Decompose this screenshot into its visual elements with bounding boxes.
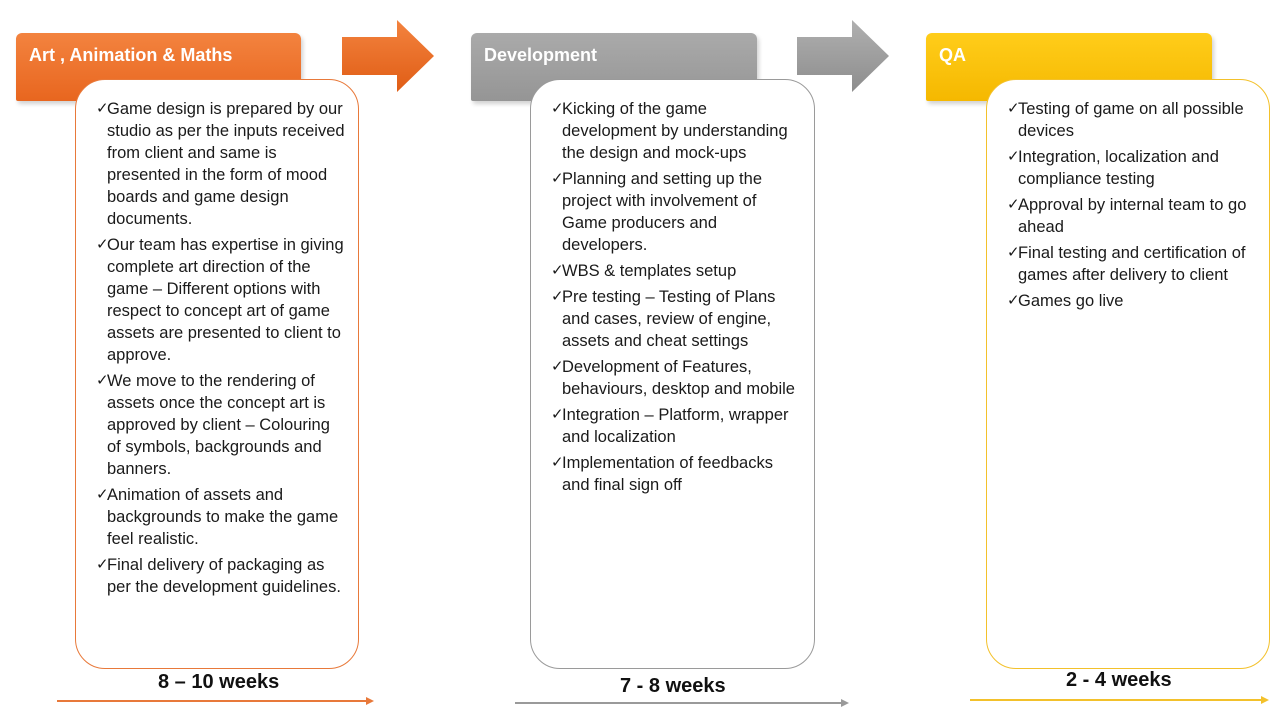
phase-box-development: ✓Kicking of the game development by unde… — [530, 79, 815, 669]
list-item: ✓Development of Features, behaviours, de… — [551, 356, 804, 400]
timeline-arrow-art — [57, 697, 374, 705]
checkmark-icon: ✓ — [1007, 100, 1020, 117]
list-item: ✓Integration, localization and complianc… — [1007, 146, 1259, 190]
list-item-text: Final testing and certification of games… — [1018, 244, 1246, 284]
list-item: ✓Animation of assets and backgrounds to … — [96, 484, 348, 550]
checkmark-icon: ✓ — [1007, 196, 1020, 213]
list-item-text: Testing of game on all possible devices — [1018, 100, 1244, 140]
list-item: ✓Integration – Platform, wrapper and loc… — [551, 404, 804, 448]
list-item: ✓Planning and setting up the project wit… — [551, 168, 804, 256]
checkmark-icon: ✓ — [1007, 244, 1020, 261]
checkmark-icon: ✓ — [96, 100, 109, 117]
list-item-text: Integration, localization and compliance… — [1018, 148, 1219, 188]
checkmark-icon: ✓ — [1007, 148, 1020, 165]
list-item-text: Animation of assets and backgrounds to m… — [107, 486, 339, 548]
list-item: ✓Final testing and certification of game… — [1007, 242, 1259, 286]
list-item-text: Development of Features, behaviours, des… — [562, 358, 795, 398]
checkmark-icon: ✓ — [96, 372, 109, 389]
list-item-text: Final delivery of packaging as per the d… — [107, 556, 341, 596]
list-item-text: Game design is prepared by our studio as… — [107, 100, 345, 228]
duration-development: 7 - 8 weeks — [620, 675, 726, 697]
list-item: ✓Implementation of feedbacks and final s… — [551, 452, 804, 496]
list-item-text: Integration – Platform, wrapper and loca… — [562, 406, 789, 446]
checkmark-icon: ✓ — [551, 454, 564, 471]
list-item: ✓Kicking of the game development by unde… — [551, 98, 804, 164]
list-item: ✓We move to the rendering of assets once… — [96, 370, 348, 480]
list-item-text: WBS & templates setup — [562, 262, 737, 280]
list-item: ✓Pre testing – Testing of Plans and case… — [551, 286, 804, 352]
list-item: ✓Testing of game on all possible devices — [1007, 98, 1259, 142]
checkmark-icon: ✓ — [551, 406, 564, 423]
checkmark-icon: ✓ — [551, 288, 564, 305]
list-item-text: We move to the rendering of assets once … — [107, 372, 330, 478]
timeline-arrow-development — [515, 699, 849, 707]
list-item-text: Implementation of feedbacks and final si… — [562, 454, 773, 494]
checkmark-icon: ✓ — [96, 236, 109, 253]
list-item-text: Pre testing – Testing of Plans and cases… — [562, 288, 776, 350]
checkmark-icon: ✓ — [551, 170, 564, 187]
block-arrow-right-icon — [797, 20, 889, 92]
duration-art: 8 – 10 weeks — [158, 671, 280, 693]
checkmark-icon: ✓ — [551, 358, 564, 375]
list-item-text: Approval by internal team to go ahead — [1018, 196, 1247, 236]
list-item-text: Games go live — [1018, 292, 1124, 310]
timeline-arrow-qa — [970, 696, 1269, 704]
list-item-text: Our team has expertise in giving complet… — [107, 236, 344, 364]
duration-qa: 2 - 4 weeks — [1066, 669, 1172, 691]
list-item: ✓Final delivery of packaging as per the … — [96, 554, 348, 598]
list-item: ✓Our team has expertise in giving comple… — [96, 234, 348, 366]
list-item: ✓Games go live — [1007, 290, 1259, 312]
list-item-text: Planning and setting up the project with… — [562, 170, 762, 254]
checkmark-icon: ✓ — [551, 100, 564, 117]
checkmark-icon: ✓ — [96, 486, 109, 503]
block-arrow-right-icon — [342, 20, 434, 92]
checkmark-icon: ✓ — [551, 262, 564, 279]
list-item: ✓Game design is prepared by our studio a… — [96, 98, 348, 230]
checkmark-icon: ✓ — [96, 556, 109, 573]
phase-box-qa: ✓Testing of game on all possible devices… — [986, 79, 1270, 669]
checkmark-icon: ✓ — [1007, 292, 1020, 309]
list-item: ✓Approval by internal team to go ahead — [1007, 194, 1259, 238]
list-item-text: Kicking of the game development by under… — [562, 100, 788, 162]
list-item: ✓WBS & templates setup — [551, 260, 804, 282]
phase-box-art: ✓Game design is prepared by our studio a… — [75, 79, 359, 669]
